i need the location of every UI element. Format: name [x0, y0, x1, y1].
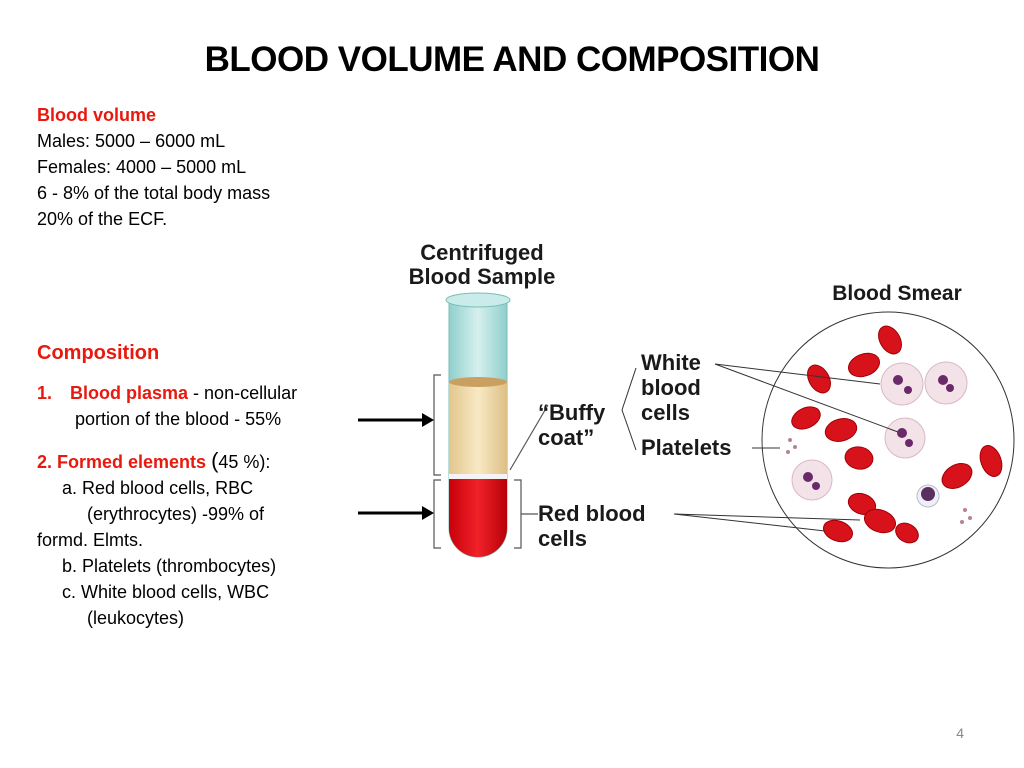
leader-lines [673, 363, 899, 532]
tube-title-line: Centrifuged [420, 240, 543, 265]
platelets-label: Platelets [641, 435, 732, 460]
buffy-coat-label: “Buffy [538, 400, 606, 425]
pointer-arrows [358, 413, 434, 520]
blood-volume-heading: Blood volume [37, 105, 157, 125]
wbc-label: blood [641, 375, 701, 400]
plasma-desc: - non-cellular [188, 383, 298, 403]
blood-volume-section: Blood volume Males: 5000 – 6000 mL Femal… [37, 102, 270, 232]
wbc-label: cells [641, 400, 690, 425]
wbc-label: White [641, 350, 701, 375]
plasma-term: Blood plasma [70, 383, 189, 403]
rbc-label: Red blood [538, 501, 646, 526]
volume-line: 20% of the ECF. [37, 209, 168, 229]
sub-item: b. Platelets (thrombocytes) [62, 556, 277, 576]
item-number: 1. [37, 383, 53, 403]
page-number: 4 [956, 725, 964, 741]
composition-heading: Composition [37, 342, 160, 364]
composition-section: Composition 1. Blood plasma - non-cellula… [37, 340, 297, 631]
sub-item: (leukocytes) [87, 608, 185, 628]
tube-title-line: Blood Sample [409, 264, 556, 289]
formed-elements-term: 2. Formed elements [37, 452, 207, 472]
brackets [433, 374, 549, 549]
sub-item: c. White blood cells, WBC [62, 582, 270, 602]
test-tube [445, 292, 511, 558]
volume-line: 6 - 8% of the total body mass [37, 183, 271, 203]
sub-item: (erythrocytes) -99% of [87, 504, 265, 524]
volume-line: Females: 4000 – 5000 mL [37, 157, 247, 177]
page-title: BLOOD VOLUME AND COMPOSITION [204, 40, 820, 79]
plasma-desc-line2: portion of the blood - 55% [75, 409, 282, 429]
volume-line: Males: 5000 – 6000 mL [37, 131, 226, 151]
sub-item: formd. Elmts. [37, 530, 144, 550]
formed-elements-pct: 45 %): [218, 452, 271, 472]
rbc-label: cells [538, 526, 587, 551]
smear-title: Blood Smear [832, 282, 962, 305]
paren: ( [211, 448, 219, 473]
brace-lines [621, 367, 637, 451]
sub-item: a. Red blood cells, RBC [62, 478, 254, 498]
buffy-coat-label: coat” [538, 425, 594, 450]
blood-smear [761, 311, 1015, 569]
